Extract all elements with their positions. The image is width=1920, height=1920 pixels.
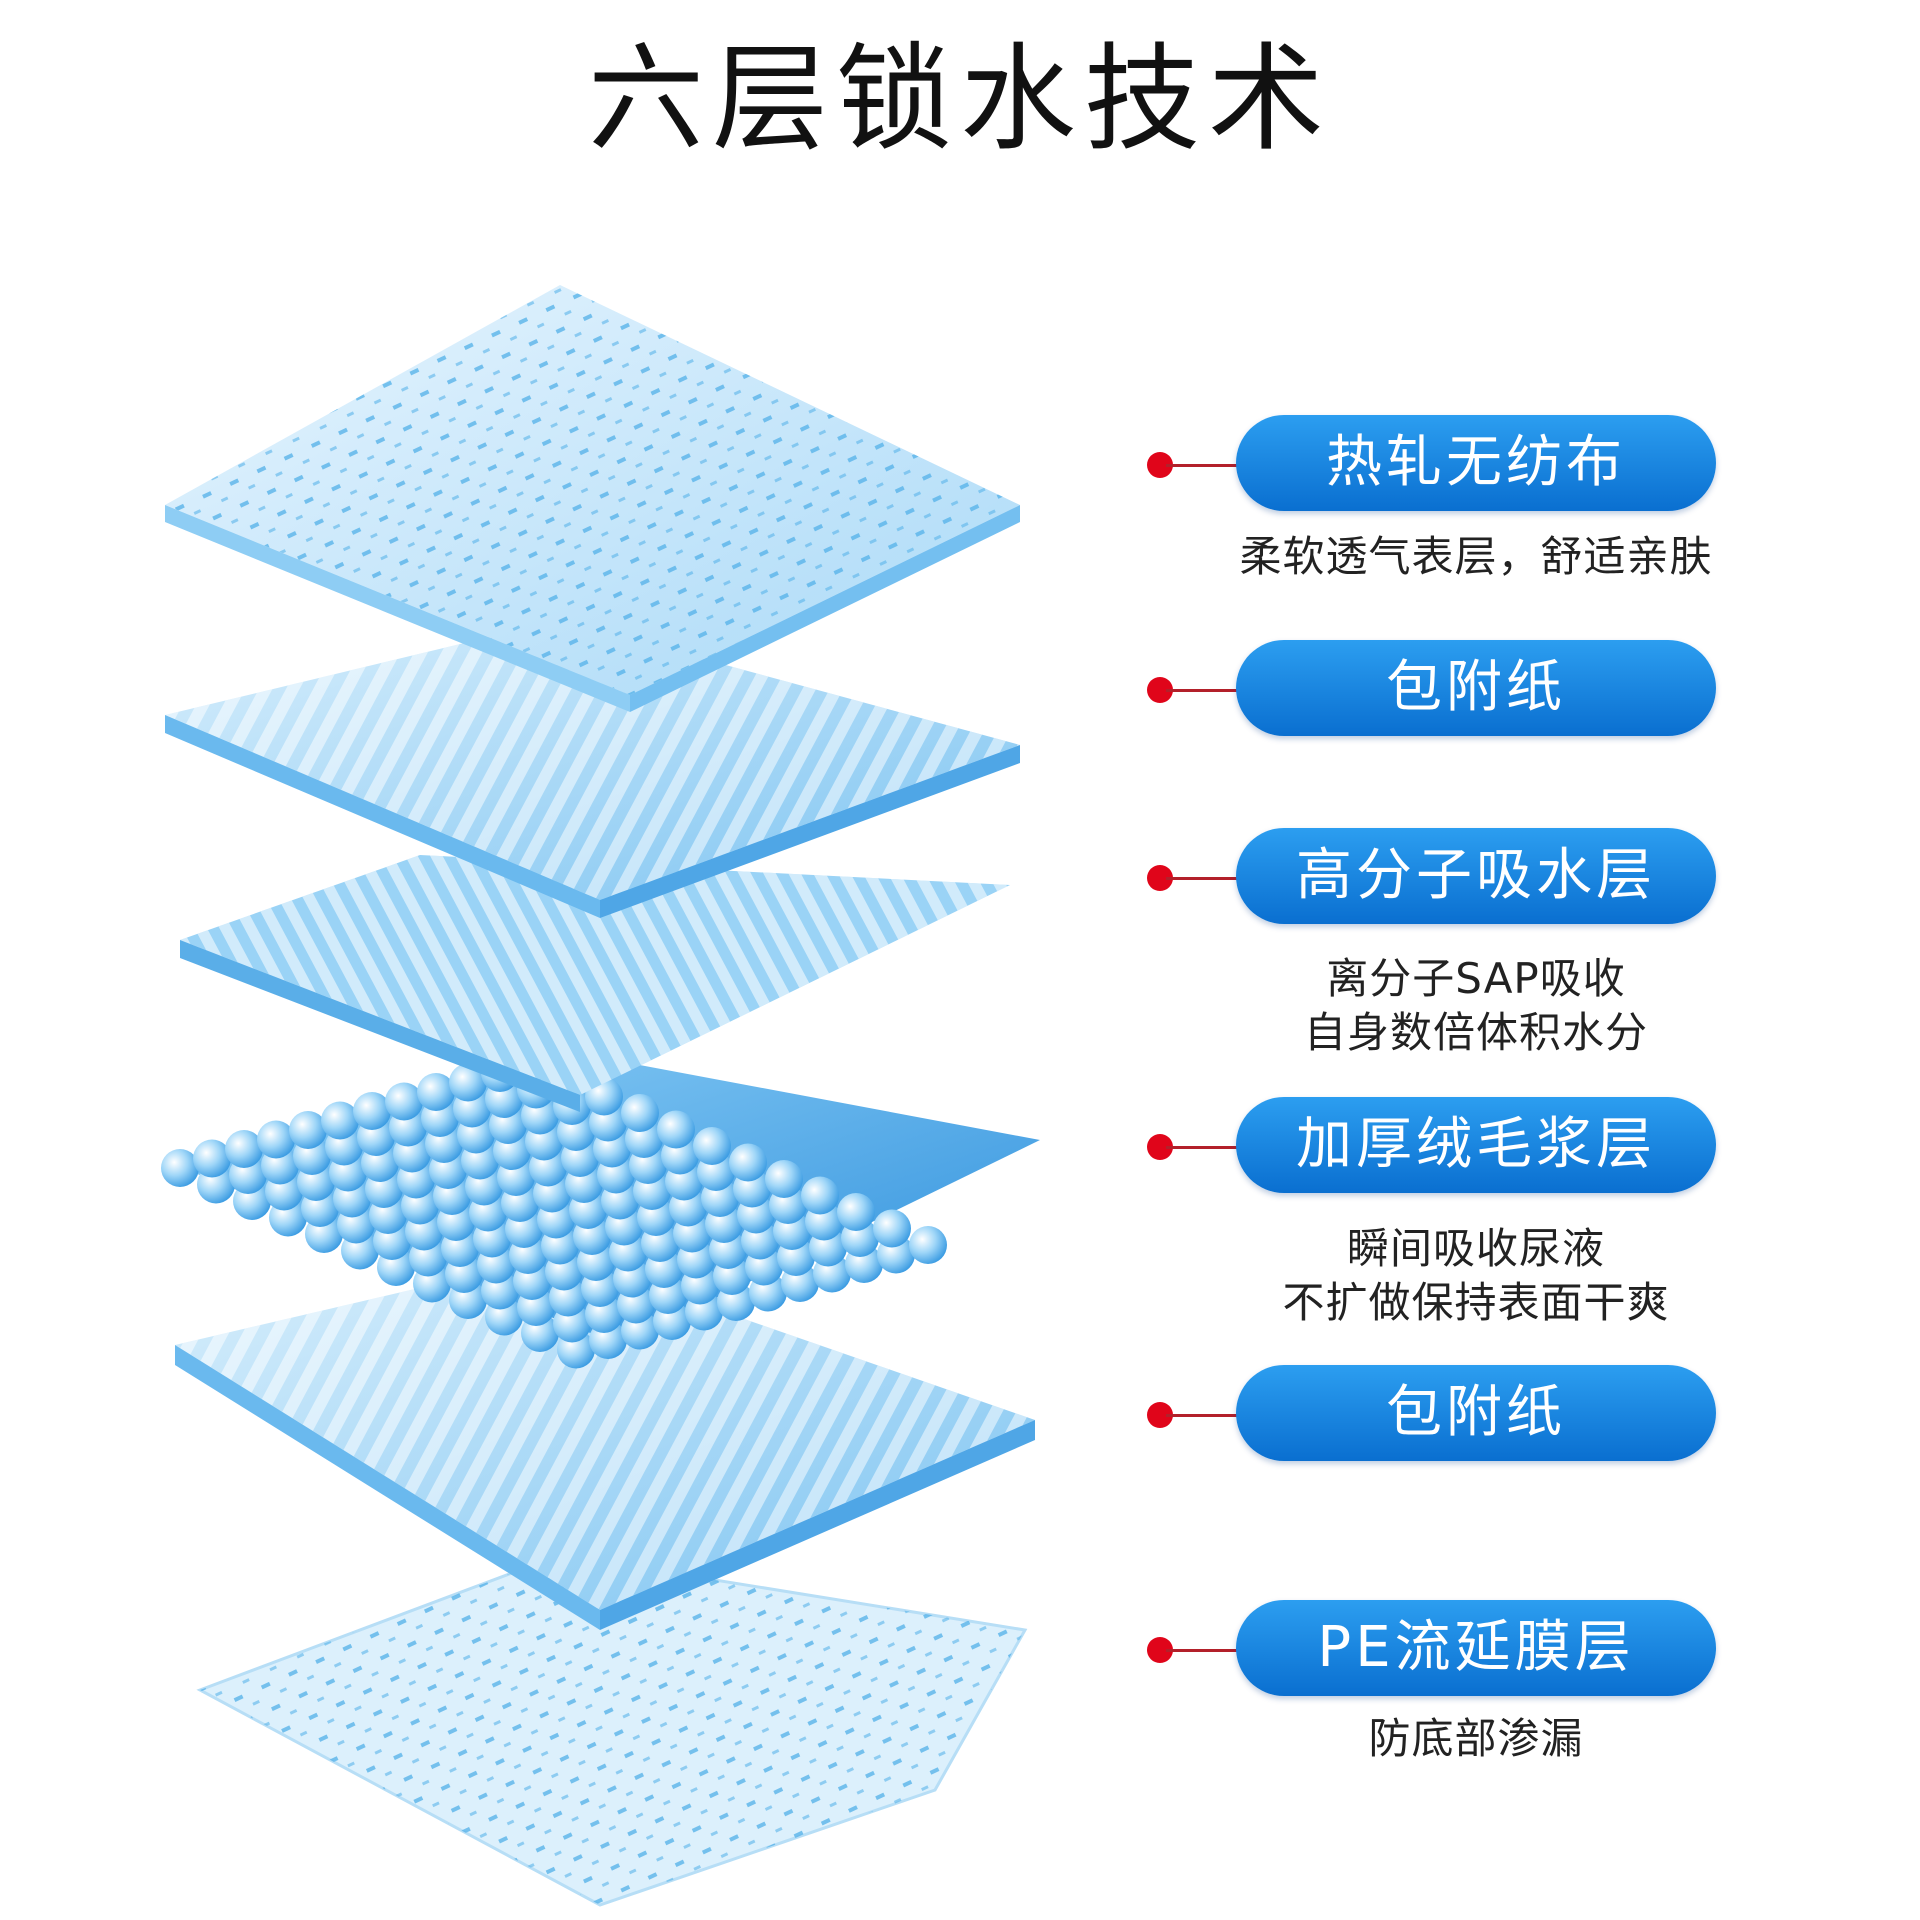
layer-label-pill: 包附纸 — [1236, 640, 1716, 736]
pulp-ball — [765, 1160, 803, 1198]
pulp-ball — [385, 1082, 423, 1121]
pulp-ball — [909, 1226, 947, 1264]
pulp-ball — [257, 1120, 295, 1159]
desc-line: 柔软透气表层，舒适亲肤 — [1239, 532, 1713, 581]
layer-label-pill: 高分子吸水层 — [1236, 828, 1716, 924]
label-row-6: PE流延膜层 — [1140, 1600, 1780, 1700]
pulp-ball — [193, 1139, 231, 1178]
layer-pe-film — [196, 1553, 1028, 1907]
connector-line — [1166, 877, 1256, 880]
layer-fluff-pulp — [161, 1044, 1040, 1369]
desc-line: 自身数倍体积水分 — [1303, 1008, 1648, 1057]
label-row-5: 包附纸 — [1140, 1365, 1780, 1465]
pulp-ball — [657, 1110, 695, 1149]
label-row-2: 包附纸 — [1140, 640, 1780, 740]
layer-label-pill: 包附纸 — [1236, 1365, 1716, 1461]
layer-desc-6: 防底部渗漏 — [1236, 1712, 1716, 1766]
connector-line — [1166, 464, 1256, 467]
desc-line: 不扩做保持表面干爽 — [1282, 1278, 1670, 1327]
label-row-3: 高分子吸水层 — [1140, 828, 1780, 928]
pulp-ball — [801, 1176, 839, 1215]
connector-line — [1166, 1414, 1256, 1417]
layer-desc-3: 离分子SAP吸收 自身数倍体积水分 — [1236, 952, 1716, 1060]
pulp-ball — [449, 1063, 487, 1102]
pulp-ball — [289, 1111, 327, 1149]
layer-label-pill: 加厚绒毛浆层 — [1236, 1097, 1716, 1193]
pulp-ball — [729, 1143, 767, 1182]
layer-polymer-absorbent — [180, 855, 1010, 1112]
pulp-ball — [417, 1073, 455, 1111]
pulp-ball — [353, 1092, 391, 1130]
pulp-ball — [161, 1149, 199, 1187]
layer-wrap-paper-2 — [175, 1255, 1035, 1630]
connector-line — [1166, 1146, 1256, 1149]
pulp-ball — [321, 1101, 359, 1140]
layer-nonwoven — [165, 285, 1020, 712]
page-title: 六层锁水技术 — [588, 32, 1332, 167]
pulp-ball — [621, 1094, 659, 1132]
connector-line — [1166, 1649, 1256, 1652]
desc-line: 瞬间吸收尿液 — [1346, 1224, 1605, 1273]
pulp-ball — [693, 1127, 731, 1165]
layer-desc-4: 瞬间吸收尿液 不扩做保持表面干爽 — [1236, 1222, 1716, 1330]
pulp-ball — [225, 1130, 263, 1168]
layer-label-pill: 热轧无纺布 — [1236, 415, 1716, 511]
connector-line — [1166, 689, 1256, 692]
desc-line: 离分子SAP吸收 — [1326, 954, 1626, 1003]
pulp-ball — [837, 1193, 875, 1231]
pulp-ball — [873, 1209, 911, 1248]
layer-label-pill: PE流延膜层 — [1236, 1600, 1716, 1696]
layer-wrap-paper-1 — [165, 620, 1020, 918]
label-row-1: 热轧无纺布 — [1140, 415, 1780, 515]
layer-desc-1: 柔软透气表层，舒适亲肤 — [1236, 530, 1716, 584]
desc-line: 防底部渗漏 — [1368, 1714, 1584, 1763]
label-row-4: 加厚绒毛浆层 — [1140, 1097, 1780, 1197]
